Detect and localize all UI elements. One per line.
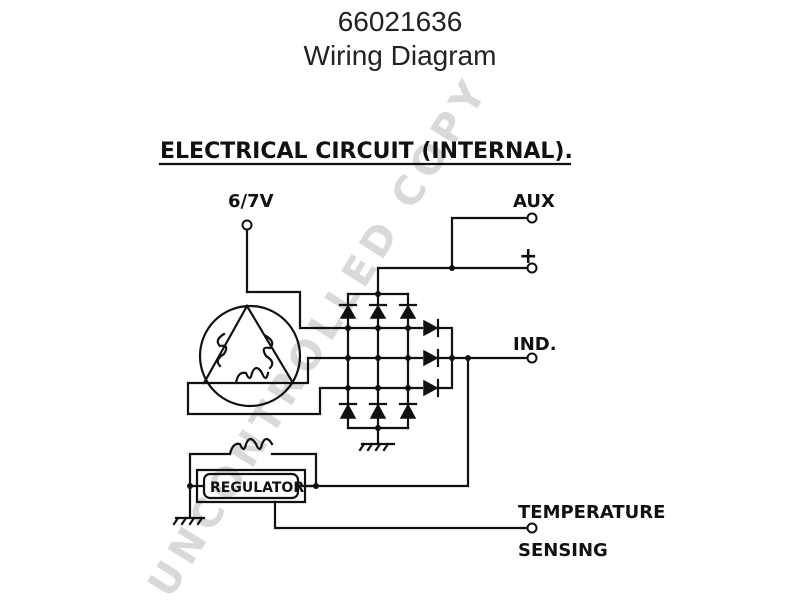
positive-output-line	[376, 266, 530, 296]
page-title: Wiring Diagram	[303, 40, 497, 71]
regulator-ground-icon	[172, 516, 206, 526]
terminal-label-sensing: SENSING	[518, 540, 608, 561]
terminal-aux	[526, 212, 538, 224]
diode-field-2	[423, 348, 440, 368]
field-coil-left-lead	[188, 452, 232, 488]
positive-junction	[449, 265, 455, 271]
regulator-ind-link	[296, 356, 470, 488]
diode-lower-1	[338, 402, 358, 419]
aux-line	[450, 216, 530, 270]
temperature-sensing-line	[273, 500, 530, 530]
diode-upper-3	[398, 303, 418, 319]
field-coil	[228, 437, 274, 456]
terminal-ind	[526, 352, 538, 364]
diode-upper-1	[338, 303, 358, 319]
diode-upper-2	[368, 303, 388, 319]
diode-lower-3	[398, 402, 418, 419]
terminal-label-voltage: 6/7V	[228, 191, 274, 212]
circuit-heading: ELECTRICAL CIRCUIT (INTERNAL).	[160, 139, 573, 164]
winding-coil-left	[216, 332, 228, 368]
phase-lead-right	[291, 356, 350, 385]
diode-field-1	[423, 318, 440, 338]
phase-lead-left	[186, 381, 350, 416]
terminal-positive	[526, 262, 538, 274]
terminal-label-aux: AUX	[513, 191, 555, 212]
diode-lower-2	[368, 402, 388, 419]
part-number: 66021636	[337, 6, 463, 37]
winding-coil-right	[262, 334, 274, 370]
diode-field-3	[423, 378, 440, 398]
terminal-temperature-sensing	[526, 522, 538, 534]
winding-coil-bottom	[234, 366, 270, 385]
regulator-junction	[313, 483, 319, 489]
terminal-voltage	[241, 219, 253, 231]
delta-winding	[202, 303, 295, 385]
phase-lead-top	[245, 290, 350, 330]
terminal-label-ind: IND.	[513, 334, 557, 355]
terminal-label-temperature: TEMPERATURE	[518, 502, 665, 523]
stator	[198, 304, 302, 408]
bridge-ground-icon	[358, 442, 396, 452]
regulator-label: REGULATOR	[210, 480, 304, 496]
